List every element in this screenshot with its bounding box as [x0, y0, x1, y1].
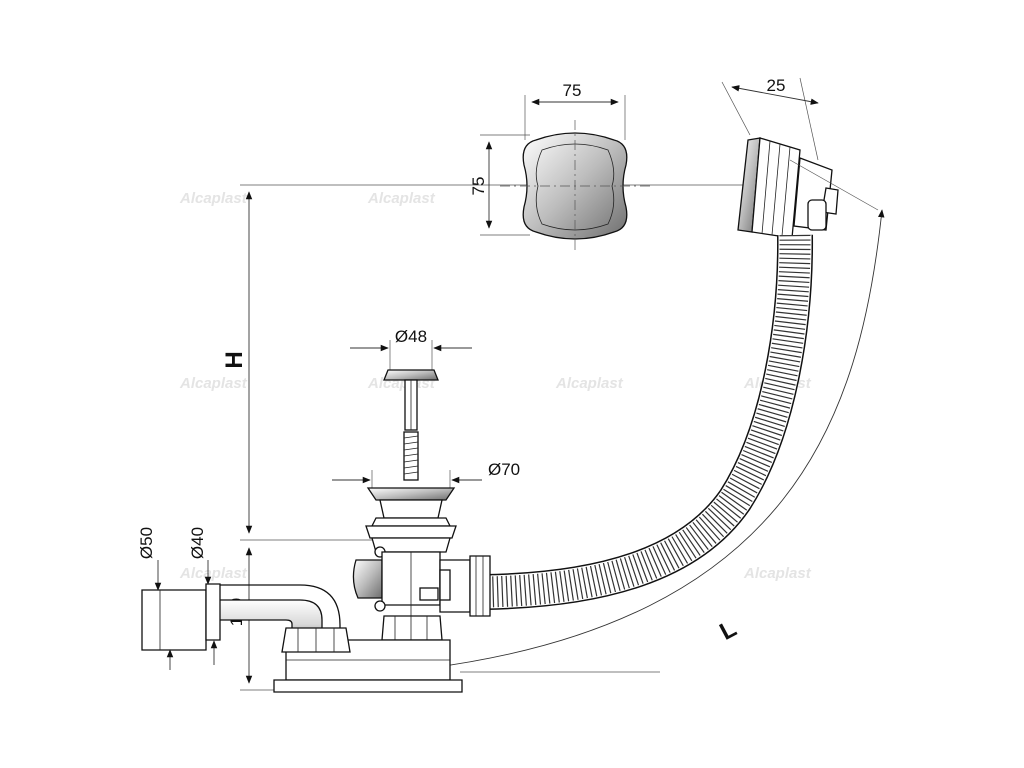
watermark: Alcaplast [367, 190, 436, 207]
drain-diameter-label: Ø70 [488, 460, 520, 479]
cap-height-label: 75 [469, 177, 488, 196]
cap-width-label: 75 [563, 81, 582, 100]
drain-body: Ø70 [332, 460, 520, 680]
watermark: Alcaplast [179, 375, 248, 392]
outer-diameter-label: Ø50 [137, 527, 156, 559]
hose-connector [439, 555, 491, 617]
watermark: Alcaplast [555, 375, 624, 392]
length-label: L [715, 615, 741, 646]
stopper: Ø48 [350, 327, 472, 481]
overflow-depth-label: 25 [767, 76, 786, 95]
height-label: H [221, 351, 248, 368]
stopper-diameter-label: Ø48 [395, 327, 427, 346]
overflow-cap-front-view: 75 75 [469, 81, 650, 250]
watermark: Alcaplast [743, 565, 812, 582]
height-dimension: H [221, 184, 790, 541]
watermark: Alcaplast [179, 190, 248, 207]
corrugated-hose [484, 234, 814, 610]
outlet-diameter-dimensions: Ø50 Ø40 [137, 527, 218, 670]
overflow-side-view: 25 [721, 76, 839, 239]
watermark: Alcaplast [179, 565, 248, 582]
inner-diameter-label: Ø40 [188, 527, 207, 559]
outlet-pipe [141, 583, 351, 653]
